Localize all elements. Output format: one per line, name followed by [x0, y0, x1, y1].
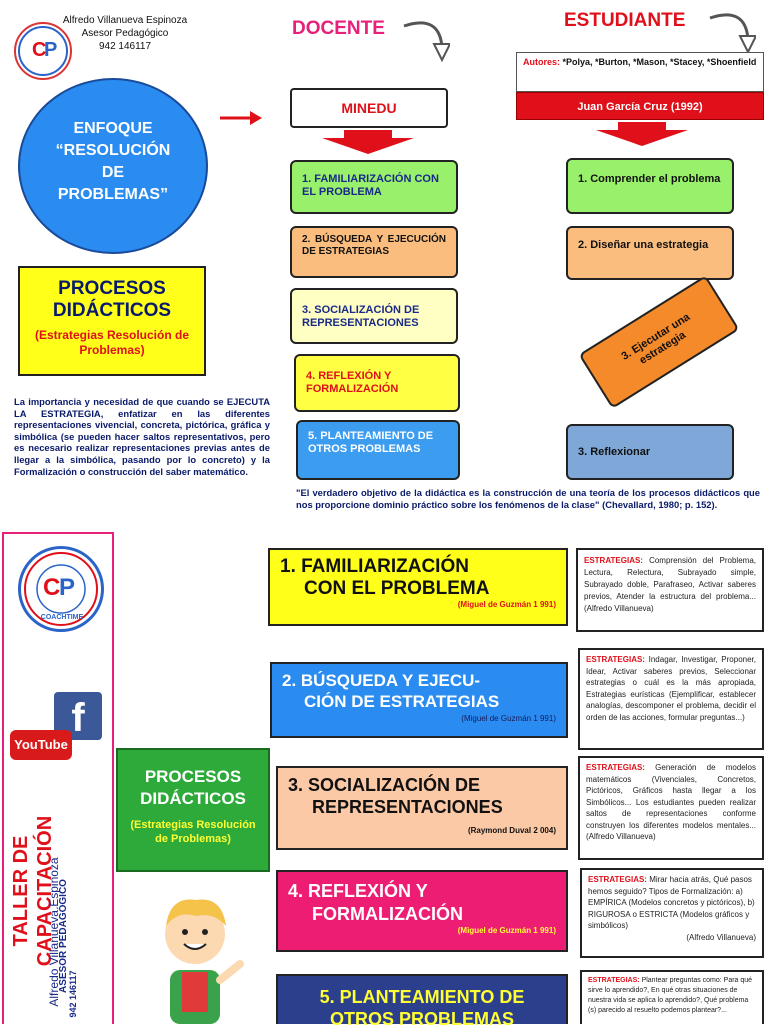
estrategia-4: ESTRATEGIAS: Mirar hacia atrás, Qué paso…: [580, 868, 764, 958]
authors-names: *Polya, *Burton, *Mason, *Stacey, *Shoen…: [562, 57, 757, 67]
procesos-title2: DIDÁCTICOS: [52, 300, 172, 321]
enfoque-line4: PROBLEMAS”: [57, 186, 169, 203]
estrategia-3-label: ESTRATEGIAS:: [586, 763, 645, 772]
docente-step-4: 4. REFLEXIÓN Y FORMALIZACIÓN: [294, 354, 460, 412]
sidebar-taller: TALLER DE CAPACITACIÓN: [10, 815, 56, 967]
curved-arrow-icon: [709, 13, 756, 55]
minedu-box: MINEDU: [290, 88, 448, 128]
lower-step-4: 4. REFLEXIÓN Y FORMALIZACIÓN (Miguel de …: [276, 870, 568, 952]
lower-step-5-title1: 5. PLANTEAMIENTO DE: [319, 987, 525, 1007]
down-arrow-icon: [322, 130, 414, 154]
procesos2-title1: PROCESOS: [144, 767, 242, 786]
importancia-text: La importancia y necesidad de que cuando…: [14, 396, 270, 477]
lower-step-3: 3. SOCIALIZACIÓN DE REPRESENTACIONES (Ra…: [276, 766, 568, 850]
procesos2-box: PROCESOS DIDÁCTICOS (Estrategias Resoluc…: [116, 748, 270, 872]
enfoque-line3: DE: [101, 164, 125, 181]
sidebar-logo: C P: [18, 546, 104, 632]
child-cartoon-icon: [165, 899, 244, 1024]
estudiante-step-4: 3. Reflexionar: [566, 424, 734, 480]
lower-step-2: 2. BÚSQUEDA Y EJECU- CIÓN DE ESTRATEGIAS…: [270, 662, 568, 738]
lower-step-4-title2: FORMALIZACIÓN: [312, 904, 463, 924]
coach-logo-icon: C P: [18, 26, 68, 76]
estrategia-5-text: Plantear preguntas como: Para qué sirve …: [588, 977, 753, 1014]
estudiante-label: ESTUDIANTE: [564, 10, 686, 31]
lower-step-1: 1. FAMILIARIZACIÓN CON EL PROBLEMA (Migu…: [268, 548, 568, 626]
estrategia-2-text: Indagar, Investigar, Proponer, Idear, Ac…: [586, 655, 756, 722]
lower-step-2-cite: (Miguel de Guzmán 1 991): [461, 714, 556, 723]
estrategia-4-text: Mirar hacia atrás, Qué pasos hemos segui…: [588, 875, 755, 930]
lower-step-3-cite: (Raymond Duval 2 004): [467, 826, 556, 835]
lower-step-2-title2: CIÓN DE ESTRATEGIAS: [304, 692, 500, 711]
right-arrow-icon: [220, 111, 262, 125]
estrategia-2: ESTRATEGIAS: Indagar, Investigar, Propon…: [578, 648, 764, 750]
lower-step-1-cite: (Miguel de Guzmán 1 991): [457, 600, 556, 609]
estudiante-step-1: 1. Comprender el problema: [566, 158, 734, 214]
enfoque-circle: ENFOQUE “RESOLUCIÓN DE PROBLEMAS”: [18, 78, 208, 254]
estrategia-4-author: (Alfredo Villanueva): [686, 932, 756, 942]
lower-step-4-cite: (Miguel de Guzmán 1 991): [457, 926, 556, 935]
estrategia-5-label: ESTRATEGIAS:: [588, 977, 640, 984]
estudiante-step-3: 3. Ejecutar una estrategia: [578, 275, 740, 409]
lower-step-1-title2: CON EL PROBLEMA: [304, 578, 490, 599]
docente-label: DOCENTE: [292, 18, 385, 39]
curved-arrow-icon: [403, 21, 450, 63]
coach-logo-icon: C P: [24, 552, 98, 626]
chevallard-quote: "El verdadero objetivo de la didáctica e…: [296, 487, 760, 510]
lower-step-5: 5. PLANTEAMIENTO DE OTROS PROBLEMAS: [276, 974, 568, 1029]
enfoque-line2: “RESOLUCIÓN: [55, 142, 171, 159]
docente-step-2: 2. BÚSQUEDA Y EJECUCIÓN DE ESTRATEGIAS: [290, 226, 458, 278]
procesos2-subtitle: (Estrategias Resolución de Problemas): [130, 819, 256, 845]
estrategia-1-text: Comprensión del Problema, Lectura, Relec…: [584, 556, 756, 613]
down-arrow-icon: [596, 122, 688, 146]
procesos-box: PROCESOS DIDÁCTICOS (Estrategias Resoluc…: [18, 266, 206, 376]
procesos-title1: PROCESOS: [58, 278, 166, 299]
lower-step-1-title1: 1. FAMILIARIZACIÓN: [280, 556, 469, 577]
estrategia-3-text: Generación de modelos matemáticos (Viven…: [586, 763, 756, 841]
svg-text:C: C: [43, 574, 60, 601]
estrategia-5: ESTRATEGIAS: Plantear preguntas como: Pa…: [580, 970, 764, 1024]
enfoque-line1: ENFOQUE: [73, 120, 153, 137]
authors-box: Autores: *Polya, *Burton, *Mason, *Stace…: [516, 52, 764, 92]
authors-label: Autores:: [523, 57, 561, 67]
estrategia-3: ESTRATEGIAS: Generación de modelos matem…: [578, 756, 764, 860]
author-phone: 942 146117: [98, 41, 152, 52]
author-header: Alfredo Villanueva Espinoza Asesor Pedag…: [50, 14, 200, 53]
svg-text:P: P: [59, 574, 75, 601]
author-name: Alfredo Villanueva Espinoza: [62, 15, 188, 26]
estrategia-4-label: ESTRATEGIAS:: [588, 875, 647, 884]
procesos-subtitle: (Estrategias Resolución de Problemas): [34, 328, 190, 357]
sidebar-logo-text: COACHTIME: [40, 614, 84, 621]
docente-step-1: 1. FAMILIARIZACIÓN CON EL PROBLEMA: [290, 160, 458, 214]
lower-step-2-title1: 2. BÚSQUEDA Y EJECU-: [282, 671, 481, 690]
author-logo: C P: [14, 22, 72, 80]
juan-garcia-box: Juan García Cruz (1992): [516, 92, 764, 120]
lower-step-5-title2: OTROS PROBLEMAS: [329, 1009, 514, 1029]
lower-step-4-title1: 4. REFLEXIÓN Y: [288, 881, 428, 901]
estrategia-1-label: ESTRATEGIAS:: [584, 556, 643, 565]
estrategia-2-label: ESTRATEGIAS:: [586, 655, 645, 664]
svg-text:P: P: [44, 39, 57, 61]
sidebar-phone: 942 146117: [68, 970, 78, 1018]
svg-text:C: C: [32, 39, 46, 61]
docente-step-3: 3. SOCIALIZACIÓN DE REPRESENTACIONES: [290, 288, 458, 344]
lower-step-3-title1: 3. SOCIALIZACIÓN DE: [288, 775, 481, 795]
procesos2-title2: DIDÁCTICOS: [140, 789, 246, 808]
youtube-icon[interactable]: YouTube: [10, 730, 72, 760]
estudiante-step-2: 2. Diseñar una estrategia: [566, 226, 734, 280]
docente-step-5: 5. PLANTEAMIENTO DE OTROS PROBLEMAS: [296, 420, 460, 480]
author-role: Asesor Pedagógico: [81, 28, 169, 39]
estrategia-1: ESTRATEGIAS: Comprensión del Problema, L…: [576, 548, 764, 632]
lower-step-3-title2: REPRESENTACIONES: [312, 797, 503, 817]
